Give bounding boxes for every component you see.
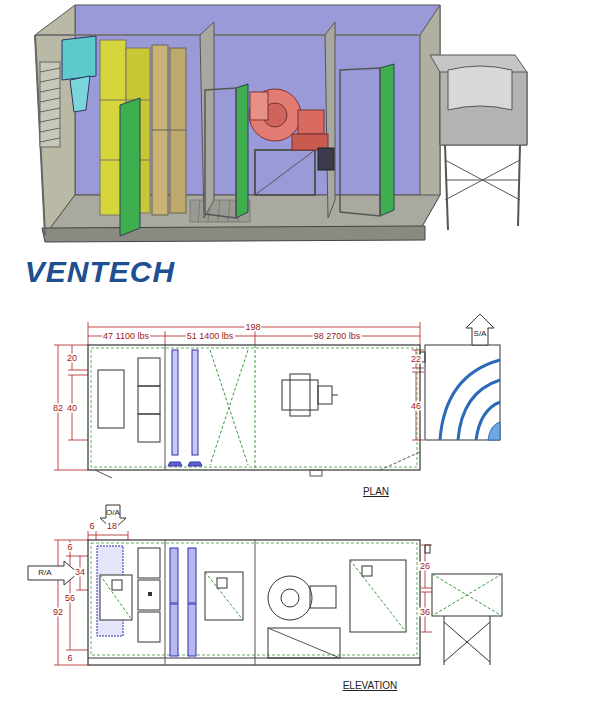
dimension-text: 92 xyxy=(52,608,64,617)
dimension-text: 40 xyxy=(66,404,78,413)
section-weight: 51 1400 lbs xyxy=(186,332,235,341)
dimension-text: 46 xyxy=(410,402,422,411)
view-title: PLAN xyxy=(362,487,390,497)
dimension-text: 6 xyxy=(66,543,73,552)
dimension-text: 82 xyxy=(52,404,64,413)
dimension-text: 6 xyxy=(66,654,73,663)
dimension-text: 34 xyxy=(74,568,86,577)
dimension-text: 198 xyxy=(244,323,261,332)
airflow-label: O/A xyxy=(106,509,120,517)
dimension-text: 36 xyxy=(419,608,431,617)
airflow-label: S/A xyxy=(474,330,487,338)
plan-view xyxy=(54,314,500,478)
elevation-view xyxy=(28,505,502,665)
view-title: ELEVATION xyxy=(342,681,399,691)
brand-logo: VENTECH xyxy=(25,257,175,287)
dimension-text: 22 xyxy=(410,355,422,364)
dimension-text: 18 xyxy=(106,522,118,531)
dimension-text: 6 xyxy=(88,522,95,531)
section-weight: 47 1100 lbs xyxy=(102,332,150,341)
section-weight: 98 2700 lbs xyxy=(313,332,362,341)
dimension-text: 20 xyxy=(66,354,78,363)
render-3d xyxy=(35,5,527,242)
airflow-label: R/A xyxy=(38,569,51,577)
dimension-text: 26 xyxy=(419,562,431,571)
dimension-text: 56 xyxy=(64,594,76,603)
